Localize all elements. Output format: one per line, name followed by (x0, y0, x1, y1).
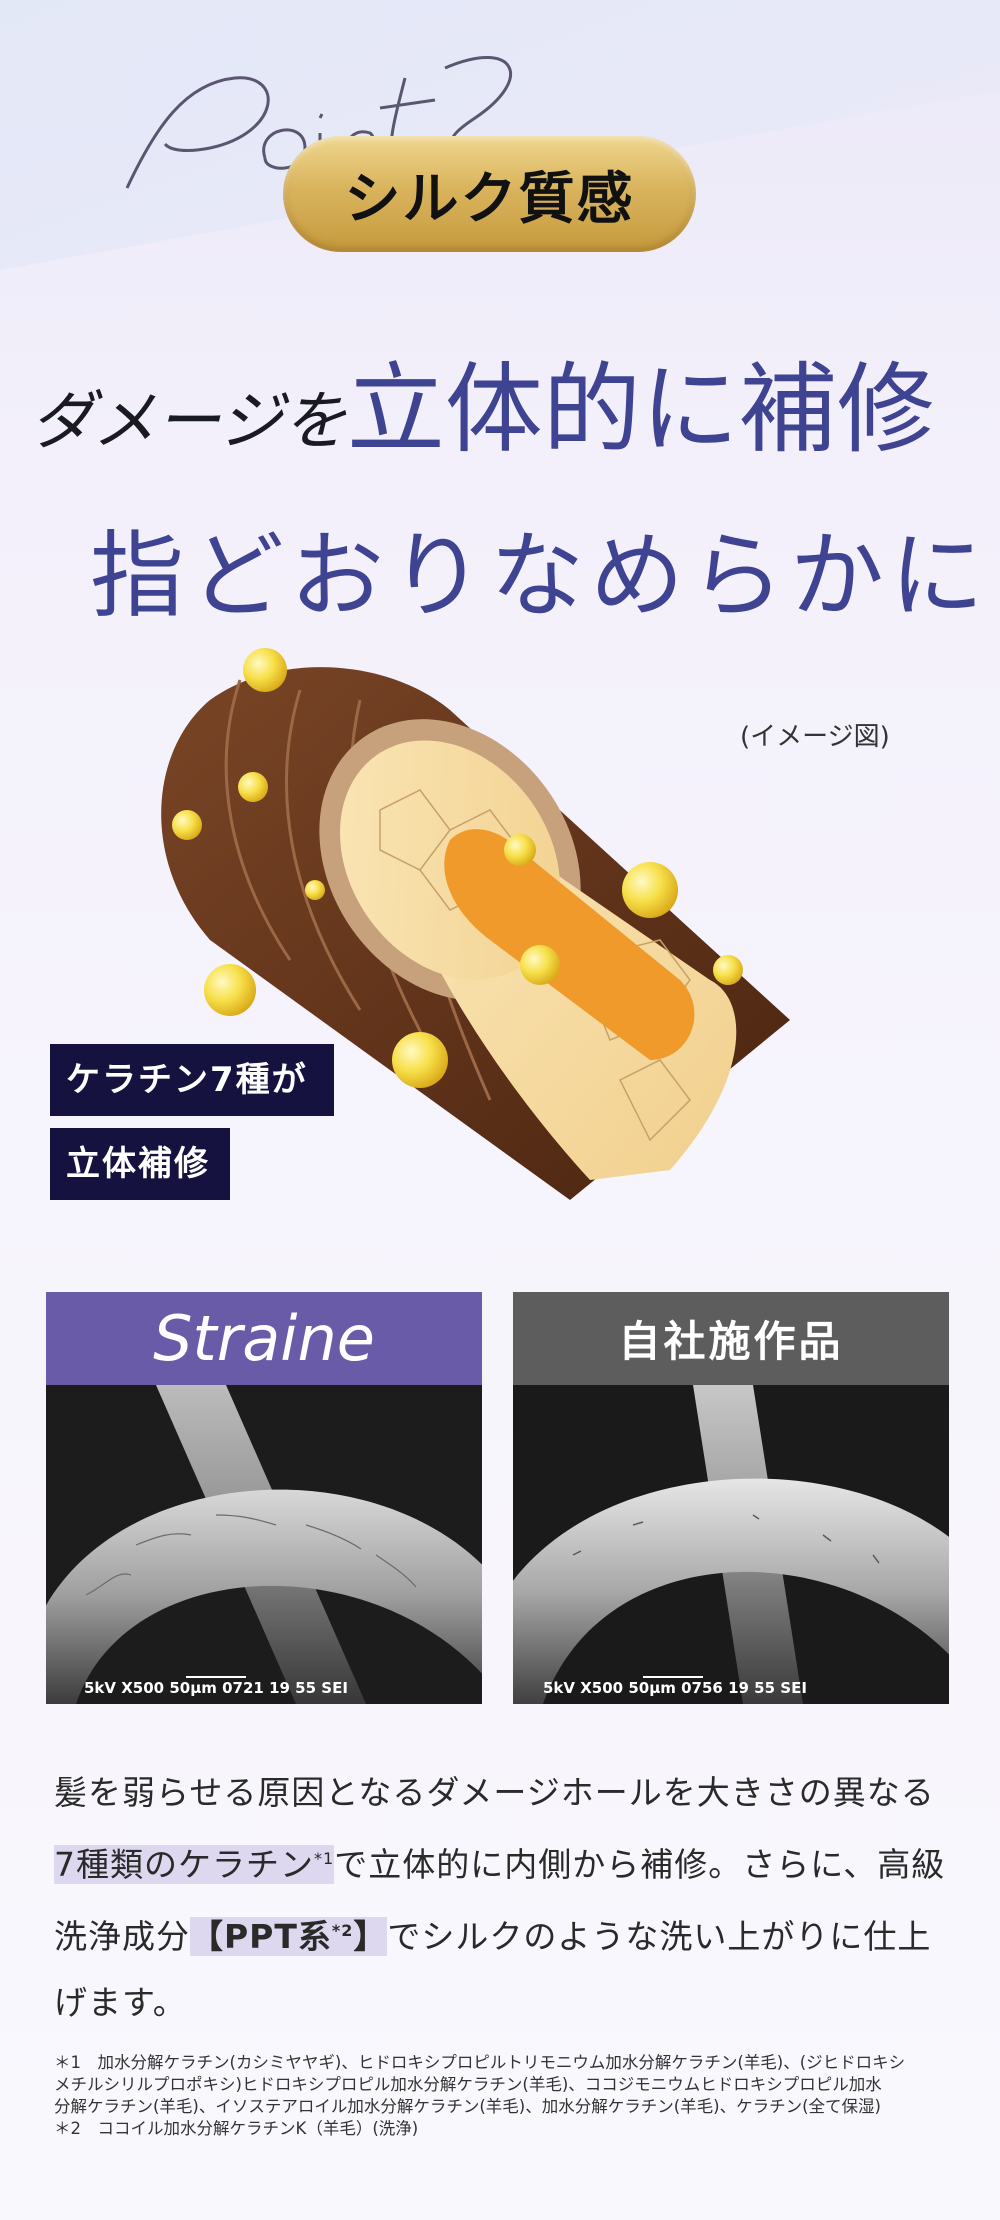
highlight-ppt-text: 【PPT系 (190, 1917, 332, 1956)
highlight-keratin-text: 7種類のケラチン (54, 1845, 314, 1884)
footnote-1-line-3: 分解ケラチン(羊毛)、イソステアロイル加水分解ケラチン(羊毛)、加水分解ケラチン… (54, 2097, 881, 2116)
comparison-panel-own-product: 自社施作品 5kV X500 50μm 0756 19 55 SEI (513, 1292, 949, 1704)
headline-line1-small: ダメージを (30, 385, 347, 459)
panel-title-straine: Straine (46, 1292, 482, 1385)
highlight-ppt-end: 】 (353, 1917, 388, 1956)
footnote-1-line-2: メチルシリルプロポキシ)ヒドロキシプロピル加水分解ケラチン(羊毛)、ココジモニウ… (54, 2075, 882, 2094)
footnotes: ＊1 加水分解ケラチン(カシミヤヤギ)、ヒドロキシプロピルトリモニウム加水分解ケ… (54, 2052, 954, 2140)
description-part2: で立体的に内側から補修。さらに、高級洗浄成分 (54, 1845, 946, 1956)
sem-scale-text-own-product: 5kV X500 50μm 0756 19 55 SEI (543, 1679, 807, 1697)
image-caption: (イメージ図) (740, 722, 890, 752)
headline-line1: ダメージを立体的に補修 (30, 330, 990, 467)
keratin-label-1: ケラチン7種が (50, 1044, 334, 1116)
headline-line2: 指どおりなめらかに (90, 522, 991, 631)
panel-title-own-product: 自社施作品 (513, 1292, 949, 1385)
highlight-keratin: 7種類のケラチン*1 (54, 1845, 335, 1884)
sem-image-own-product: 5kV X500 50μm 0756 19 55 SEI (513, 1385, 949, 1704)
hair-cross-section-illustration (161, 648, 790, 1200)
silk-texture-badge: シルク質感 (283, 136, 696, 252)
footnote-1-line-1: ＊1 加水分解ケラチン(カシミヤヤギ)、ヒドロキシプロピルトリモニウム加水分解ケ… (54, 2053, 906, 2072)
footnote-ref-2: *2 (331, 1921, 354, 1940)
footnote-2: ＊2 ココイル加水分解ケラチンK（羊毛）(洗浄) (54, 2119, 419, 2138)
highlight-ppt: 【PPT系*2】 (190, 1917, 388, 1956)
sem-scale-text-straine: 5kV X500 50μm 0721 19 55 SEI (84, 1679, 348, 1697)
headline-line1-large: 立体的に補修 (346, 353, 935, 467)
sem-image-straine: 5kV X500 50μm 0721 19 55 SEI (46, 1385, 482, 1704)
description-paragraph: 髪を弱らせる原因となるダメージホールを大きさの異なる 7種類のケラチン*1で立体的… (54, 1760, 954, 2036)
description-part1: 髪を弱らせる原因となるダメージホールを大きさの異なる (54, 1773, 935, 1812)
comparison-panel-straine: Straine 5kV X500 50μm 0721 19 55 SEI (46, 1292, 482, 1704)
description-part3: でシルクのような洗い上がりに仕上げます。 (54, 1917, 932, 2022)
keratin-label-2: 立体補修 (50, 1128, 230, 1200)
footnote-ref-1: *1 (314, 1849, 335, 1868)
